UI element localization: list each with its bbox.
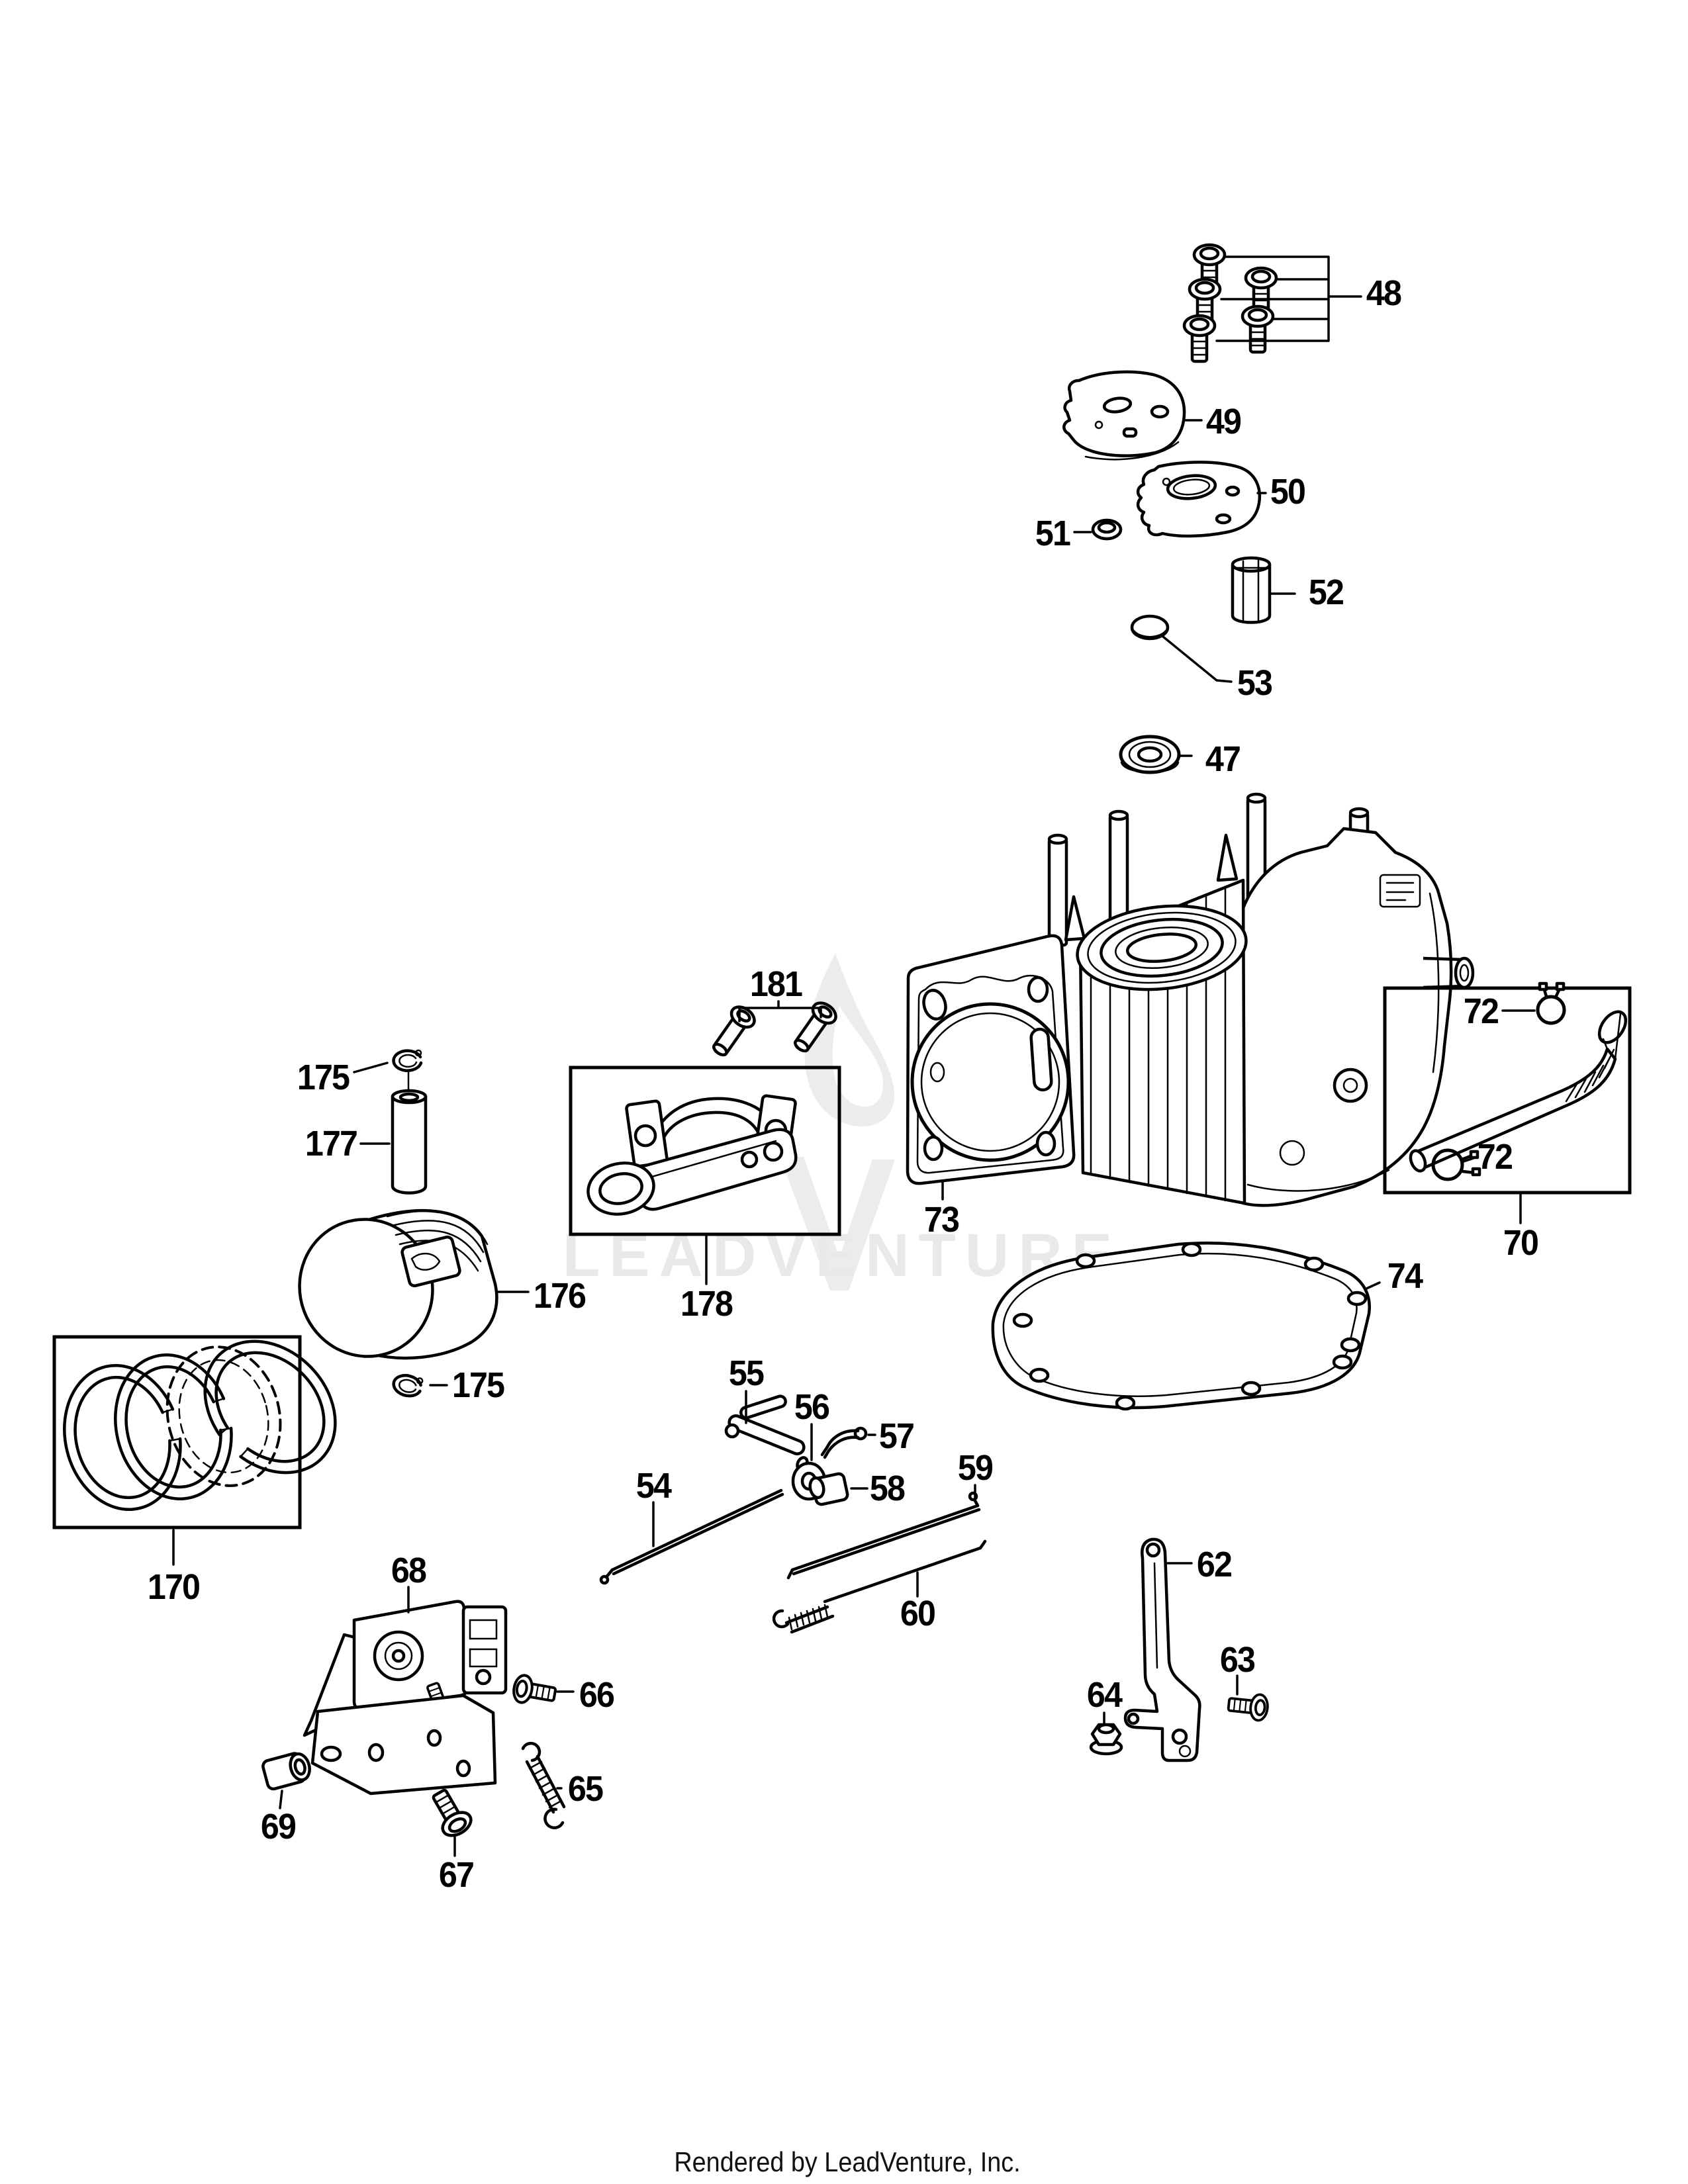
callout-177: 177 xyxy=(305,1124,358,1163)
callout-74: 74 xyxy=(1387,1256,1423,1296)
breather-gasket-50-drawing xyxy=(1136,461,1267,538)
watermark-v-icon xyxy=(780,1157,895,1291)
callout-178: 178 xyxy=(680,1284,733,1324)
footer-credit: Rendered by LeadVenture, Inc. xyxy=(674,2146,1021,2177)
spacer-69-drawing xyxy=(261,1752,311,1809)
watermark-flame-inner xyxy=(832,1006,883,1107)
callout-56: 56 xyxy=(794,1387,830,1427)
callout-57: 57 xyxy=(878,1416,915,1456)
piston-pin-177-drawing xyxy=(359,1089,428,1195)
callout-66: 66 xyxy=(579,1675,615,1715)
callout-54: 54 xyxy=(635,1466,672,1506)
callout-176: 176 xyxy=(533,1276,586,1316)
pivot-bolt-63-drawing xyxy=(1226,1674,1270,1723)
control-bracket-assembly-68-drawing xyxy=(303,1586,508,1796)
callout-175-bottom: 175 xyxy=(451,1365,505,1405)
callout-70: 70 xyxy=(1503,1223,1539,1263)
callout-48: 48 xyxy=(1366,273,1402,313)
breather-plate-49-drawing xyxy=(1062,370,1203,461)
sleeve-52-drawing xyxy=(1231,556,1296,624)
callout-181: 181 xyxy=(749,964,803,1004)
mount-bolt-67-drawing xyxy=(426,1786,475,1857)
seal-ring-51-drawing xyxy=(1073,518,1123,541)
callout-65: 65 xyxy=(567,1769,604,1809)
callout-51: 51 xyxy=(1035,514,1071,553)
callout-47: 47 xyxy=(1205,739,1241,779)
callout-64: 64 xyxy=(1086,1675,1123,1715)
cylinder-crankcase-assembly-drawing xyxy=(906,792,1475,1207)
oil-seal-47-drawing xyxy=(1119,735,1193,774)
callout-58: 58 xyxy=(869,1469,906,1508)
callout-63: 63 xyxy=(1219,1640,1256,1680)
callout-67: 67 xyxy=(438,1855,475,1895)
callout-59: 59 xyxy=(957,1448,994,1488)
callout-73: 73 xyxy=(923,1200,960,1240)
crankcase-gasket-74-drawing xyxy=(991,1242,1381,1411)
piston-pin-clip-175-top-drawing xyxy=(353,1050,421,1093)
callout-175-top: 175 xyxy=(297,1058,350,1097)
connecting-rod-group-178-drawing xyxy=(569,1066,841,1285)
piston-176-drawing xyxy=(298,1208,530,1360)
cap-53-drawing xyxy=(1130,614,1233,683)
callout-69: 69 xyxy=(260,1807,297,1846)
governor-lever-62-drawing xyxy=(1123,1537,1201,1762)
bushing-58-drawing xyxy=(808,1472,868,1506)
hose-clamp-72-top xyxy=(1536,981,1566,1025)
extension-spring-65-drawing xyxy=(521,1741,566,1830)
piston-pin-clip-175-bottom-drawing xyxy=(391,1372,448,1398)
callout-50: 50 xyxy=(1270,472,1306,512)
governor-rod-54-drawing xyxy=(599,1488,784,1585)
callout-62: 62 xyxy=(1196,1545,1233,1584)
head-bolt-set-48-drawing xyxy=(1184,245,1362,361)
callout-68: 68 xyxy=(391,1551,427,1590)
callout-72-top: 72 xyxy=(1463,991,1499,1031)
throttle-rod-59-drawing xyxy=(786,1484,981,1580)
callout-170: 170 xyxy=(147,1567,201,1607)
callout-53: 53 xyxy=(1237,663,1273,703)
callout-55: 55 xyxy=(728,1353,765,1393)
rod-bolt-set-181-drawing xyxy=(708,999,839,1060)
breather-tube-group-70-drawing xyxy=(1383,981,1632,1224)
callout-60: 60 xyxy=(900,1594,936,1633)
piston-ring-set-170-drawing xyxy=(50,1315,361,1566)
hose-clamp-72-bottom xyxy=(1431,1148,1481,1181)
flange-nut-64-drawing xyxy=(1089,1711,1123,1756)
bracket-bolt-66-drawing xyxy=(512,1674,575,1708)
callout-49: 49 xyxy=(1205,402,1242,441)
callout-72-bottom: 72 xyxy=(1477,1137,1513,1177)
governor-spring-60-drawing xyxy=(772,1539,987,1634)
cotter-clip-57-drawing xyxy=(820,1426,876,1459)
callout-52: 52 xyxy=(1308,572,1344,612)
